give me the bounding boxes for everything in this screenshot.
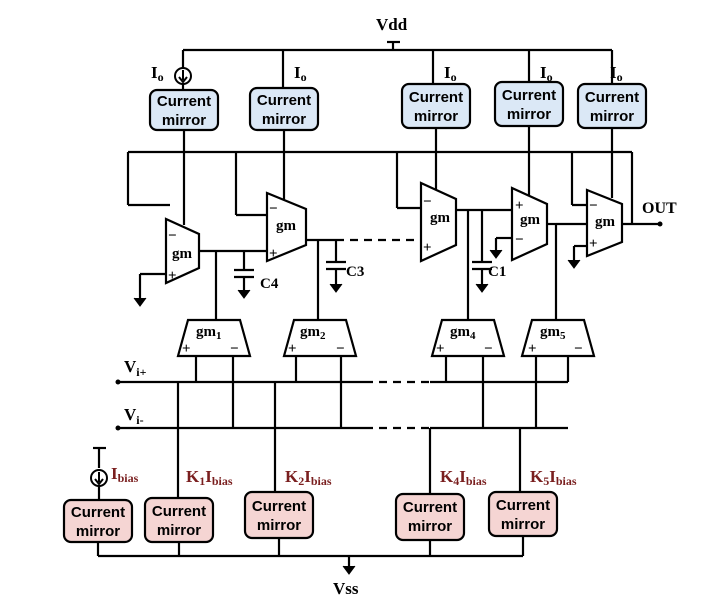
svg-text:Current: Current [157, 93, 211, 110]
svg-text:Current: Current [71, 504, 125, 521]
svg-text:−: − [589, 198, 598, 214]
svg-text:Vi+: Vi+ [124, 357, 147, 379]
svg-text:Current: Current [252, 498, 306, 515]
svg-text:mirror: mirror [414, 108, 458, 125]
stage-interconnect: C4 C3 C1 [133, 200, 677, 320]
top-current-mirror-2: Current mirror [248, 86, 320, 132]
input-bus: Vi+ Vi- [115, 356, 570, 498]
svg-text:mirror: mirror [590, 108, 634, 125]
svg-text:Current: Current [257, 92, 311, 109]
svg-text:−: − [484, 341, 493, 357]
svg-text:mirror: mirror [262, 111, 306, 128]
svg-text:mirror: mirror [162, 112, 206, 129]
svg-text:−: − [230, 341, 239, 357]
svg-text:Io: Io [294, 63, 307, 84]
svg-text:mirror: mirror [507, 106, 551, 123]
svg-text:+: + [168, 268, 177, 284]
svg-text:Io: Io [151, 63, 164, 84]
svg-text:Io: Io [610, 63, 623, 84]
svg-text:−: − [269, 201, 278, 217]
svg-text:gm: gm [430, 210, 451, 226]
vss-label: Vss [333, 579, 359, 598]
svg-text:K5Ibias: K5Ibias [530, 467, 577, 488]
svg-text:+: + [436, 341, 445, 357]
svg-text:Current: Current [585, 89, 639, 106]
svg-text:−: − [336, 341, 345, 357]
ibias-source-icon [90, 446, 108, 500]
i0-labels: Io Io Io Io Io [151, 63, 623, 84]
out-label: OUT [642, 200, 677, 217]
svg-text:+: + [528, 341, 537, 357]
svg-text:Current: Current [409, 89, 463, 106]
top-current-mirror-5: Current mirror [576, 82, 648, 130]
top-current-mirror-1: Current mirror [148, 88, 220, 132]
gm4-feedforward: gm4 + − [430, 318, 506, 358]
svg-text:+: + [288, 341, 297, 357]
svg-text:gm4: gm4 [450, 324, 476, 342]
svg-text:−: − [168, 228, 177, 244]
bottom-current-mirror-4: Current mirror [394, 492, 466, 542]
gm2-feedforward: gm2 + − [282, 318, 358, 358]
svg-text:+: + [182, 341, 191, 357]
svg-text:C4: C4 [260, 276, 279, 292]
svg-text:Current: Current [152, 503, 206, 520]
svg-text:Current: Current [496, 497, 550, 514]
svg-text:+: + [515, 198, 524, 214]
svg-text:+: + [269, 246, 278, 262]
bottom-current-mirror-3: Current mirror [243, 490, 315, 540]
gm-stage-3: gm − + [419, 181, 458, 263]
svg-text:C3: C3 [346, 264, 364, 280]
svg-text:gm: gm [172, 246, 193, 262]
svg-text:gm5: gm5 [540, 324, 566, 342]
svg-text:gm: gm [520, 212, 541, 228]
gm-stage-5: gm − + [585, 188, 624, 258]
svg-text:mirror: mirror [408, 518, 452, 535]
svg-text:K4Ibias: K4Ibias [440, 467, 487, 488]
svg-text:Io: Io [540, 63, 553, 84]
svg-text:gm: gm [276, 218, 297, 234]
svg-text:Current: Current [403, 499, 457, 516]
svg-text:mirror: mirror [257, 517, 301, 534]
gm-stage-1: gm − + [164, 217, 201, 285]
svg-text:Current: Current [502, 87, 556, 104]
svg-text:+: + [589, 236, 598, 252]
current-source-icon [174, 67, 192, 90]
svg-text:gm1: gm1 [196, 324, 222, 342]
bottom-current-mirror-1: Current mirror [62, 498, 134, 544]
gm1-feedforward: gm1 + − [176, 318, 252, 358]
gm-stage-4: gm + − [510, 186, 549, 262]
gm5-feedforward: gm5 + − [520, 318, 596, 358]
svg-text:K2Ibias: K2Ibias [285, 467, 332, 488]
svg-text:C1: C1 [488, 264, 506, 280]
svg-text:Vi-: Vi- [124, 405, 144, 427]
svg-text:−: − [423, 194, 432, 210]
svg-text:mirror: mirror [157, 522, 201, 539]
upper-wiring [126, 126, 634, 225]
svg-text:K1Ibias: K1Ibias [186, 467, 233, 488]
gm-stage-2: gm − + [265, 191, 308, 263]
vss-rail: Vss [96, 536, 525, 598]
vdd-label: Vdd [376, 15, 408, 34]
bottom-current-mirror-5: Current mirror [487, 490, 559, 538]
bias-labels: Ibias K1Ibias K2Ibias K4Ibias K5Ibias [111, 464, 577, 488]
top-current-mirror-3: Current mirror [400, 82, 472, 130]
vdd-rail: Vdd [181, 15, 614, 88]
svg-text:−: − [574, 341, 583, 357]
svg-text:−: − [515, 232, 524, 248]
svg-text:gm: gm [595, 214, 616, 230]
svg-text:gm2: gm2 [300, 324, 326, 342]
bottom-current-mirror-2: Current mirror [143, 496, 215, 544]
svg-text:+: + [423, 240, 432, 256]
top-current-mirror-4: Current mirror [493, 80, 565, 128]
svg-text:mirror: mirror [76, 523, 120, 540]
svg-text:Ibias: Ibias [111, 464, 139, 485]
svg-text:Io: Io [444, 63, 457, 84]
svg-text:mirror: mirror [501, 516, 545, 533]
